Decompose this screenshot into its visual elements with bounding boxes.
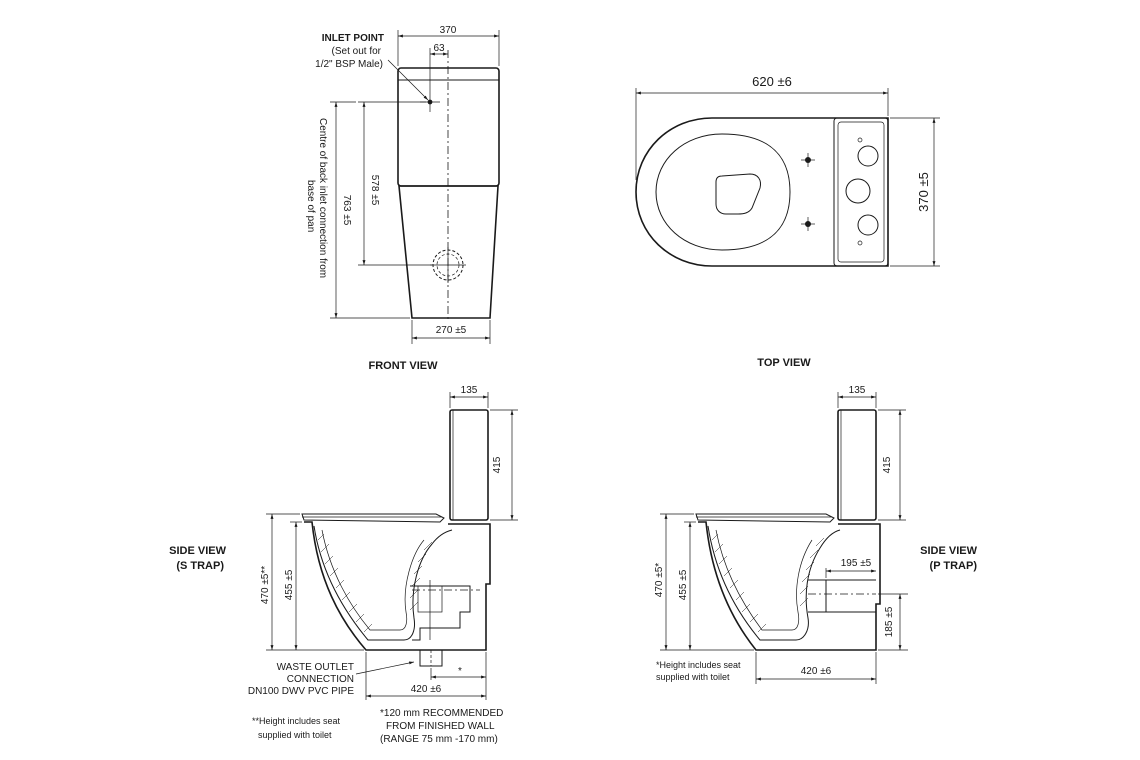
side-view-p-trap: 135 415 470 ±5* 455 ±5 195 ±5 185 ±5 420… <box>654 385 978 684</box>
s-dim-star: * <box>458 666 462 677</box>
front-cistern <box>397 67 500 187</box>
s-cistern <box>449 409 489 521</box>
front-dim-inlet-height: 578 ±5 <box>369 175 380 206</box>
front-pan <box>398 185 499 319</box>
top-bowl <box>655 133 791 251</box>
p-pan <box>698 521 881 651</box>
side-view-s-trap: 135 415 470 ±5** 455 ±5 * 420 ±6 WASTE O… <box>169 385 518 745</box>
s-dim-seat-height: 470 ±5** <box>260 566 271 604</box>
top-view-title: TOP VIEW <box>757 357 811 369</box>
s-rec-3: (RANGE 75 mm -170 mm) <box>380 734 498 745</box>
s-dim-cistern-depth: 135 <box>461 385 478 396</box>
p-dim-outlet-offset: 195 ±5 <box>841 558 872 569</box>
s-title-2: (S TRAP) <box>176 560 224 572</box>
s-dim-pan-height: 455 ±5 <box>284 569 295 600</box>
s-foot-2: supplied with toilet <box>258 730 332 740</box>
p-title-2: (P TRAP) <box>930 560 978 572</box>
front-inlet-note-2: 1/2" BSP Male) <box>315 59 383 70</box>
p-foot-1: *Height includes seat <box>656 660 741 670</box>
p-title-1: SIDE VIEW <box>920 545 977 557</box>
s-outlet-2: CONNECTION <box>287 674 354 685</box>
s-dim-length: 420 ±6 <box>411 684 442 695</box>
p-dim-cistern-height: 415 <box>882 456 893 473</box>
top-cistern <box>833 117 889 267</box>
front-view: 370 63 INLET POINT (Set out for 1/2" BSP… <box>305 25 500 372</box>
p-foot-2: supplied with toilet <box>656 672 730 682</box>
p-dim-outlet-height: 185 ±5 <box>884 606 895 637</box>
s-rec-1: *120 mm RECOMMENDED <box>380 708 503 719</box>
top-dim-length: 620 ±6 <box>752 74 792 89</box>
front-view-title: FRONT VIEW <box>368 360 438 372</box>
top-view: 620 ±6 370 ±5 TOP VIEW <box>635 74 940 369</box>
s-pan <box>304 521 491 651</box>
front-inlet-note-1: (Set out for <box>332 46 382 57</box>
p-dim-length: 420 ±6 <box>801 666 832 677</box>
p-cistern <box>837 409 877 521</box>
front-note-1: Centre of back inlet connection from <box>317 118 328 278</box>
front-dim-base: 270 ±5 <box>436 325 467 336</box>
s-outlet-3: DN100 DWV PVC PIPE <box>248 686 354 697</box>
s-title-1: SIDE VIEW <box>169 545 226 557</box>
s-rec-2: FROM FINISHED WALL <box>386 721 495 732</box>
front-note-2: base of pan <box>305 180 316 232</box>
p-dim-seat-height: 470 ±5* <box>654 563 665 598</box>
s-seat <box>301 513 445 523</box>
p-dim-pan-height: 455 ±5 <box>678 569 689 600</box>
s-dim-cistern-height: 415 <box>492 456 503 473</box>
front-dim-offset: 63 <box>433 43 445 54</box>
front-inlet-title: INLET POINT <box>322 33 384 44</box>
s-foot-1: **Height includes seat <box>252 716 341 726</box>
top-outline <box>635 117 889 267</box>
top-dim-width: 370 ±5 <box>916 172 931 212</box>
front-dim-width: 370 <box>440 25 457 36</box>
p-seat <box>695 513 835 523</box>
front-dim-total-height: 763 ±5 <box>341 195 352 226</box>
s-outlet-1: WASTE OUTLET <box>277 662 354 673</box>
p-dim-cistern-depth: 135 <box>849 385 866 396</box>
